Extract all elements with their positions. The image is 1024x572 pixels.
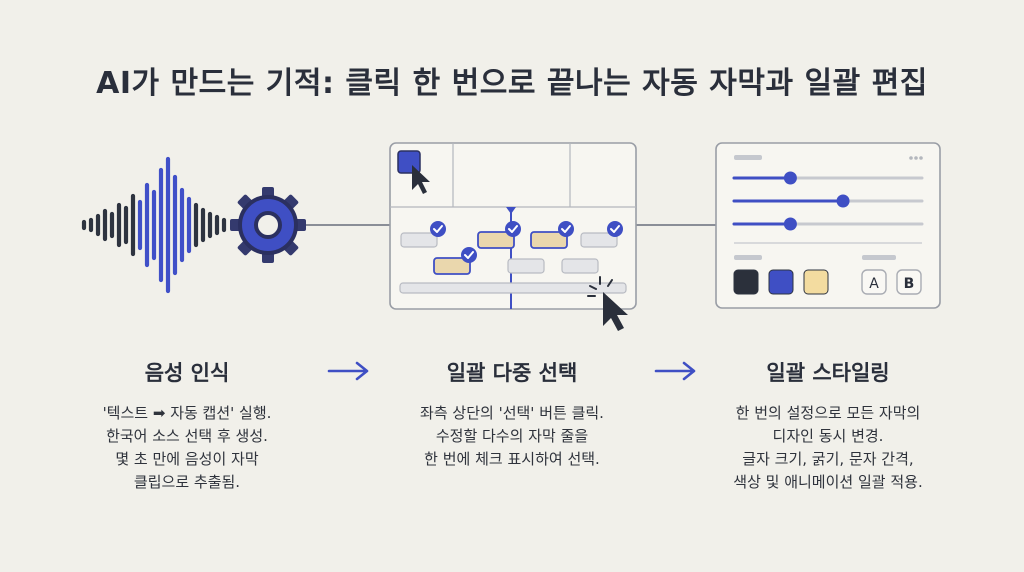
playhead-marker — [506, 207, 516, 214]
description-line: 한 번의 설정으로 모든 자막의 — [735, 404, 921, 422]
caption-clip[interactable] — [561, 258, 599, 274]
text-style-button-a[interactable]: A — [861, 269, 887, 295]
color-swatch[interactable] — [768, 269, 794, 295]
description-line: 몇 초 만에 음성이 자막 — [115, 450, 259, 468]
gear-icon — [230, 187, 306, 263]
step-2-heading: 일괄 다중 선택 — [446, 361, 578, 385]
check-icon — [558, 221, 574, 237]
arrow-right-icon — [327, 361, 369, 381]
color-swatch[interactable] — [803, 269, 829, 295]
slider-knob[interactable] — [783, 171, 797, 185]
check-icon — [461, 247, 477, 263]
step-3-description: 한 번의 설정으로 모든 자막의 디자인 동시 변경. 글자 크기, 굵기, 문… — [678, 402, 978, 494]
description-line: 한국어 소스 선택 후 생성. — [106, 427, 268, 445]
caption-clip-selected[interactable] — [477, 231, 515, 249]
timeline-panel — [389, 142, 637, 331]
slider-knob[interactable] — [836, 194, 850, 208]
step-1-description: '텍스트 ➡ 자동 캡션' 실행. 한국어 소스 선택 후 생성. 몇 초 만에… — [37, 402, 337, 494]
scrollbar[interactable] — [399, 282, 627, 294]
style-slider[interactable] — [732, 171, 924, 185]
description-line: 좌측 상단의 '선택' 버튼 클릭. — [420, 404, 604, 422]
svg-text:A: A — [869, 276, 879, 292]
description-line: 디자인 동시 변경. — [772, 427, 884, 445]
caption-clip-selected[interactable] — [530, 231, 568, 249]
check-icon — [505, 221, 521, 237]
more-options-icon[interactable] — [909, 156, 923, 160]
check-icon — [607, 221, 623, 237]
arrow-right-icon — [654, 361, 696, 381]
style-panel: A B — [715, 142, 941, 309]
description-line: 한 번에 체크 표시하여 선택. — [424, 450, 600, 468]
svg-text:B: B — [904, 276, 915, 292]
cursor-icon — [412, 165, 430, 194]
style-slider[interactable] — [732, 217, 924, 231]
description-line: '텍스트 ➡ 자동 캡션' 실행. — [102, 404, 272, 422]
color-swatch[interactable] — [733, 269, 759, 295]
caption-clip[interactable] — [580, 232, 618, 248]
click-cursor-icon — [587, 276, 628, 331]
step-1-heading: 음성 인식 — [144, 361, 230, 385]
check-icons — [430, 221, 623, 263]
step-3-heading: 일괄 스타일링 — [766, 361, 890, 385]
style-slider[interactable] — [732, 194, 924, 208]
check-icon — [430, 221, 446, 237]
description-line: 글자 크기, 굵기, 문자 간격, — [742, 450, 914, 468]
slider-knob[interactable] — [783, 217, 797, 231]
page-title: AI가 만드는 기적: 클릭 한 번으로 끝나는 자동 자막과 일괄 편집 — [96, 66, 928, 101]
caption-clip[interactable] — [400, 232, 438, 248]
caption-clip[interactable] — [507, 258, 545, 274]
description-line: 클립으로 추출됨. — [133, 473, 241, 491]
waveform-icon — [81, 156, 227, 294]
description-line: 색상 및 애니메이션 일괄 적용. — [733, 473, 923, 491]
description-line: 수정할 다수의 자막 줄을 — [435, 427, 589, 445]
step-2-description: 좌측 상단의 '선택' 버튼 클릭. 수정할 다수의 자막 줄을 한 번에 체크… — [362, 402, 662, 471]
caption-clip-selected[interactable] — [433, 257, 471, 275]
text-style-button-b[interactable]: B — [896, 269, 922, 295]
